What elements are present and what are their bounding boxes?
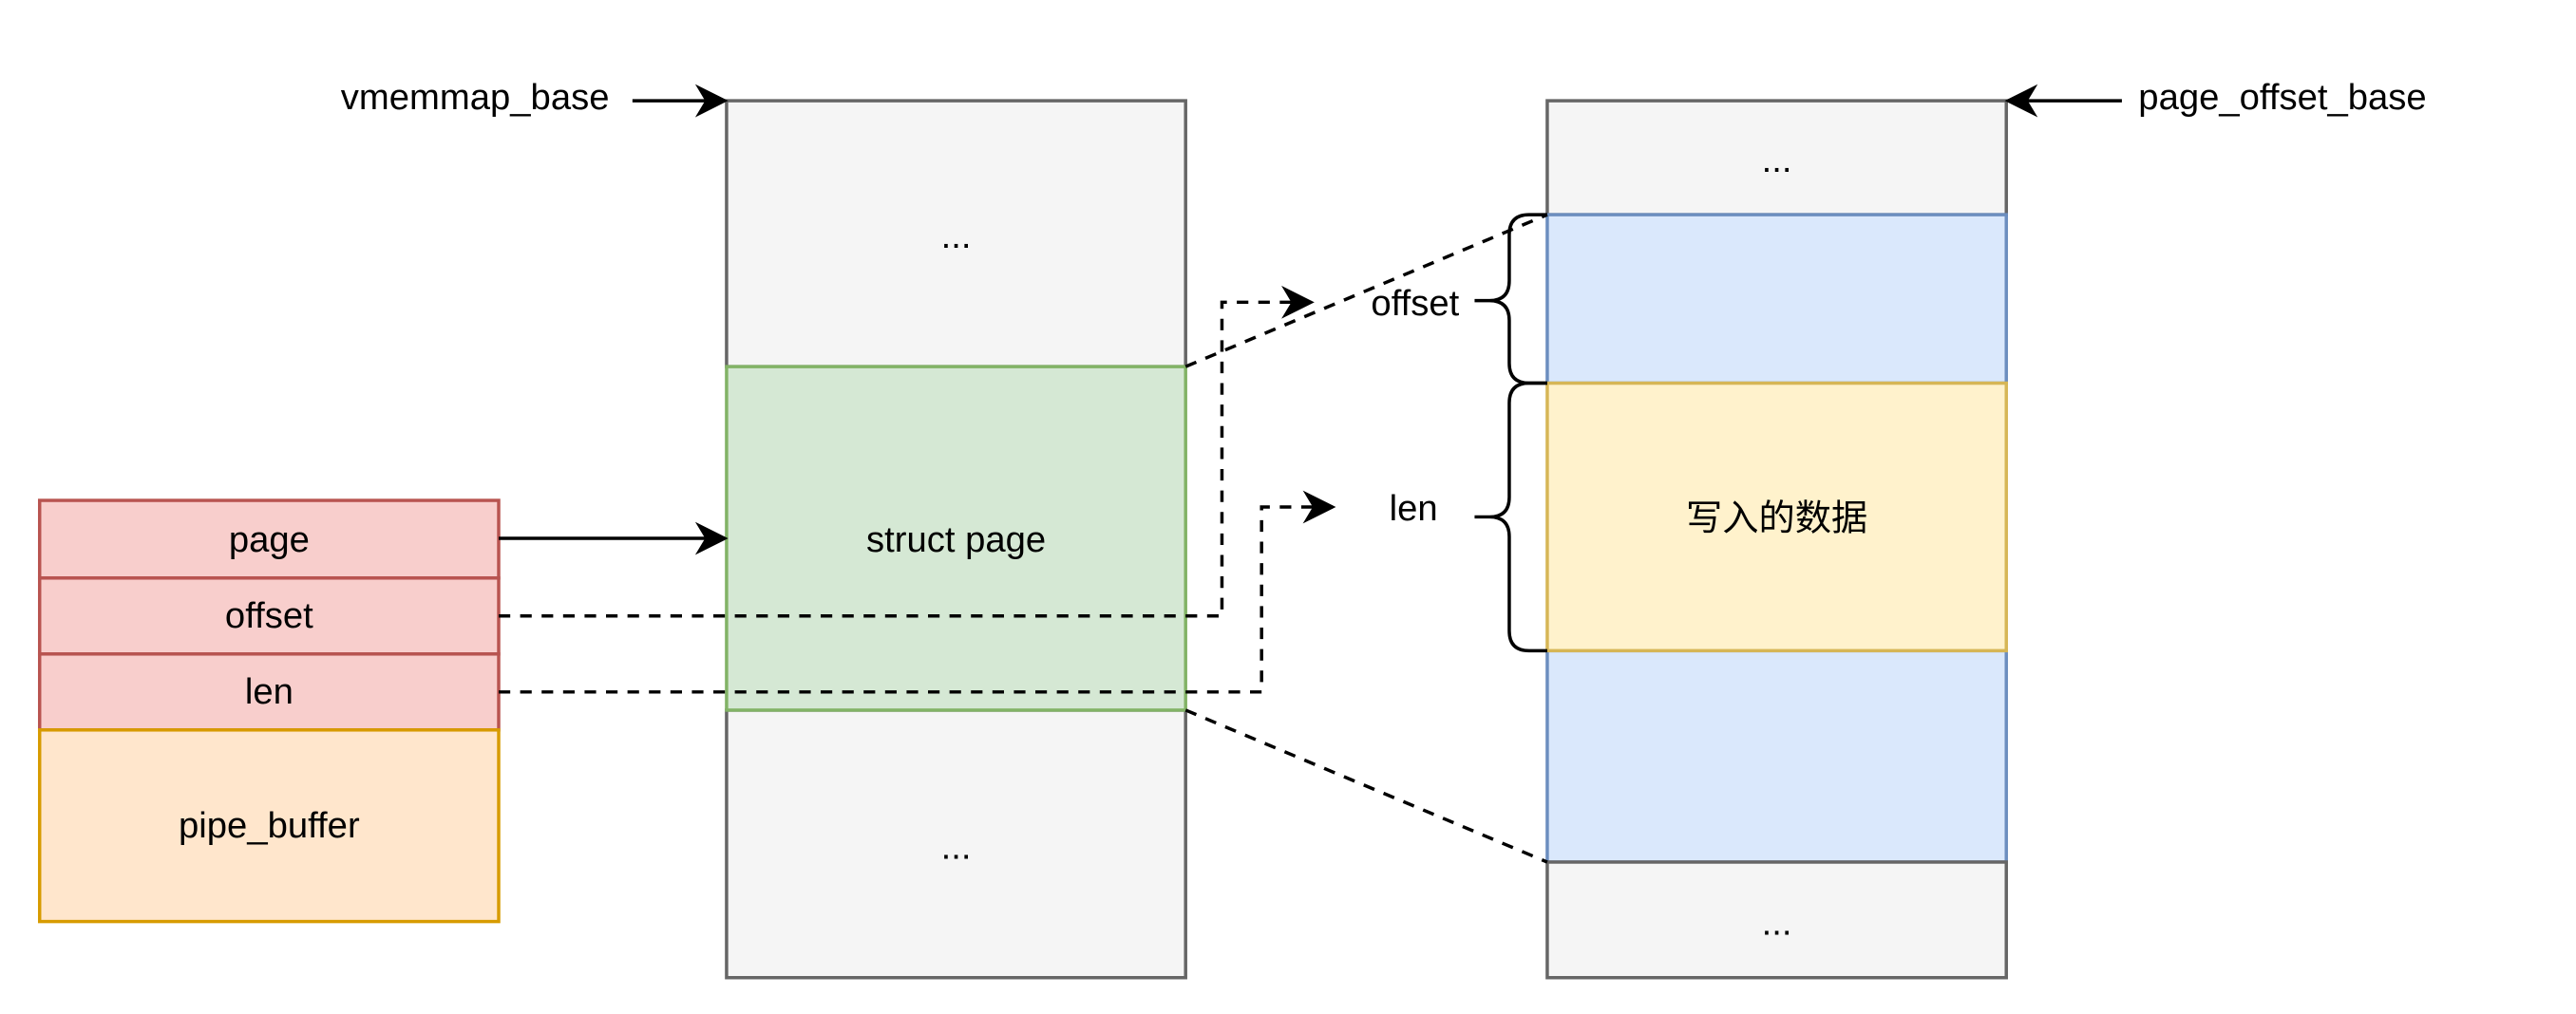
struct-page-block [725,365,1187,712]
mapping-line-top [1184,213,1548,368]
page-offset-base-label: page_offset_base [2138,77,2426,118]
vmemmap-base-label: vmemmap_base [341,77,610,118]
offset-dashed-connector [499,285,1315,618]
phys-top-ellipsis: ... [1762,140,1792,180]
pipe-buffer-field-offset-label: offset [225,595,313,636]
phys-offset-region [1545,213,2008,385]
phys-bottom-ellipsis: ... [1762,902,1792,943]
pipe-buffer-struct: page offset len pipe_buffer [37,498,501,924]
len-brace-label: len [1390,488,1438,529]
pipe-buffer-field-offset [37,576,501,656]
pipe-buffer-body [37,728,501,924]
vmemmap-top-block [725,99,1187,368]
offset-brace-icon [1474,213,1547,385]
mapping-line-bottom [1184,708,1548,864]
physical-memory-column: ... 写入的数据 ... [1545,99,2008,980]
vmemmap-column: ... ... struct page [725,99,1187,980]
written-data-region [1545,381,2008,653]
pipe-buffer-field-len-label: len [245,671,294,712]
pipe-buffer-field-page [37,498,501,580]
vmemmap-top-ellipsis: ... [941,216,972,256]
phys-top-block [1545,99,2008,216]
written-data-label: 写入的数据 [1686,498,1867,538]
vmemmap-bottom-block [725,708,1187,980]
phys-after-region [1545,648,2008,864]
offset-brace-label: offset [1371,283,1459,324]
struct-page-label: struct page [866,519,1046,560]
len-brace-icon [1474,381,1547,653]
vmemmap-bottom-ellipsis: ... [941,826,972,867]
pipe-buffer-field-page-label: page [229,519,310,560]
phys-bottom-block [1545,860,2008,980]
pipe-buffer-name: pipe_buffer [179,805,360,846]
